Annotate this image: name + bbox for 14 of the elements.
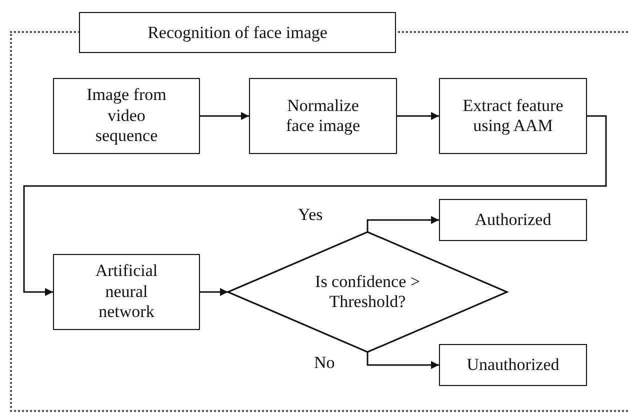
process-box: Image from video sequence [53, 78, 200, 154]
arrow [200, 112, 249, 120]
group-title: Recognition of face image [79, 12, 396, 53]
process-box: Extract feature using AAM [439, 78, 587, 154]
arrow [23, 115, 607, 296]
process-box: Unauthorized [439, 344, 587, 386]
arrow [366, 352, 439, 369]
arrow [366, 216, 439, 232]
process-box: Artificial neural network [53, 254, 200, 330]
decision-label: Is confidence > Threshold? [314, 272, 421, 312]
arrow [200, 288, 228, 296]
process-box: Authorized [439, 199, 587, 241]
arrow [397, 112, 439, 120]
process-box: Normalize face image [249, 78, 397, 154]
